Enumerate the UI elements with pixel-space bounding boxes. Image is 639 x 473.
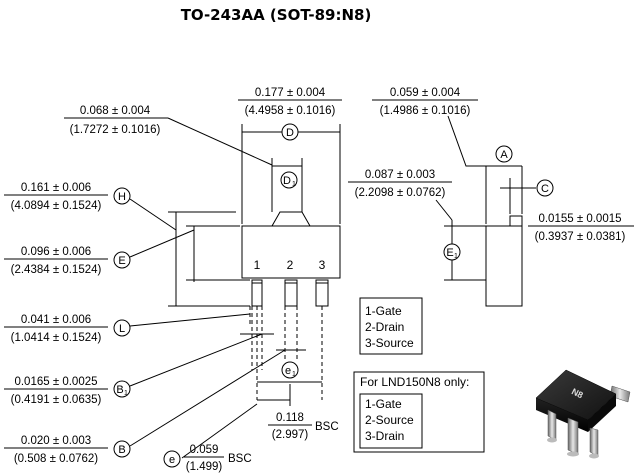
dimension-e1-pitch: e 1 0.118 (2.997) BSC [256,306,339,441]
pin-1-lead [251,279,263,307]
label-h-circle [113,187,131,205]
dim-a-mm: (1.4986 ± 0.1016) [380,105,471,117]
label-l: L [119,323,125,335]
label-b: B [118,444,125,456]
pinout-lnd-line-2: 2-Source [365,413,414,427]
photo-body [535,369,617,421]
dim-h-inch: 0.161 ± 0.006 [21,182,91,194]
dimension-d: 0.177 ± 0.004 (4.4958 ± 0.1016) D [238,87,342,224]
photo-marking: N8 [570,386,585,400]
label-e: E [118,255,125,267]
label-e1-pitch-circle [281,361,299,379]
dim-b1-inch: 0.0165 ± 0.0025 [14,376,97,388]
photo-lead-3 [589,427,599,457]
label-b1-circle [113,380,131,398]
dim-e-pitch-inch: 0.059 [190,444,219,456]
dim-e1-mm: (2.2098 ± 0.0762) [355,187,446,199]
label-a-circle [495,145,513,163]
dimension-b: 0.020 ± 0.003 (0.508 ± 0.0762) B [4,306,306,465]
label-d1-sub: 1 [292,181,296,188]
dim-l-inch: 0.041 ± 0.006 [21,314,91,326]
pinout-lnd-line-1: 1-Gate [365,397,402,411]
pinout-line-1: 1-Gate [365,304,402,318]
dim-c-inch: 0.0155 ± 0.0015 [538,213,621,225]
label-l-circle [113,319,131,337]
label-e1: E [446,247,453,259]
pinout-box: 1-Gate 2-Drain 3-Source [359,297,423,355]
dim-e1-inch: 0.087 ± 0.003 [365,169,435,181]
pinout-lnd-box: For LND150N8 only: 1-Gate 2-Source 3-Dra… [353,371,485,453]
pin-2-lead [284,279,298,307]
dimension-b1: 0.0165 ± 0.0025 (0.4191 ± 0.0635) B 1 [4,306,274,406]
dim-e-mm: (2.4384 ± 0.1524) [11,264,102,276]
dim-e-pitch-bsc: BSC [228,453,252,465]
label-b-circle [113,440,131,458]
label-c-circle [536,179,554,197]
page-title: TO-243AA (SOT-89:N8) [181,6,372,24]
label-e-pitch: e [169,454,175,466]
dim-e1-pitch-mm: (2.997) [272,429,309,441]
package-photo: N8 [520,348,636,466]
dim-l-mm: (1.0414 ± 0.1524) [11,332,102,344]
pinout-line-2: 2-Drain [365,320,404,334]
dim-d1-mm: (1.7272 ± 0.1016) [70,124,161,136]
label-d-circle [281,123,299,141]
dim-c-mm: (0.3937 ± 0.0381) [535,231,626,243]
dim-b-inch: 0.020 ± 0.003 [21,435,91,447]
package-body [241,225,341,279]
label-b1-sub: 1 [124,390,128,397]
label-c: C [541,183,549,195]
dim-e1-pitch-inch: 0.118 [276,412,304,424]
label-e1-pitch: e [285,365,291,377]
label-e1-circle [443,243,461,261]
dim-a-inch: 0.059 ± 0.004 [390,87,461,99]
side-tab [509,215,523,227]
front-view: 1 2 3 [241,211,341,307]
pin-1-number: 1 [254,258,261,272]
side-view [472,215,523,307]
dimension-e: 0.096 ± 0.006 (2.4384 ± 0.1524) E [4,225,250,307]
label-h: H [118,191,126,203]
dimension-a: 0.059 ± 0.004 (1.4986 ± 0.1016) A [372,87,523,224]
dim-d1-inch: 0.068 ± 0.004 [80,105,151,117]
dim-e-pitch-mm: (1.499) [186,461,223,473]
label-d: D [286,127,294,139]
pinout-lnd-line-3: 3-Drain [365,429,404,443]
dim-d-inch: 0.177 ± 0.004 [255,87,326,99]
label-a: A [500,149,508,161]
dimension-h: 0.161 ± 0.006 (4.0894 ± 0.1524) H [4,182,236,306]
pin-3-lead [315,279,329,307]
pinout-lnd-heading: For LND150N8 only: [360,375,469,389]
photo-lead-1 [547,409,557,441]
label-e1-pitch-sub: 1 [292,371,296,378]
dimension-c: C 0.0155 ± 0.0015 (0.3937 ± 0.0381) [500,178,634,243]
side-body [485,225,523,307]
pin-2-number: 2 [287,258,294,272]
dim-b1-mm: (0.4191 ± 0.0635) [11,394,102,406]
dimension-e1: 0.087 ± 0.003 (2.2098 ± 0.0762) E 1 [348,169,480,281]
dim-d-mm: (4.4958 ± 0.1016) [245,105,336,117]
pinout-line-3: 3-Source [365,336,414,350]
label-d1: D [283,175,291,187]
label-d1-circle [280,171,298,189]
dimension-e-pitch: e 0.059 (1.499) BSC [163,399,290,473]
dim-e1-pitch-bsc: BSC [315,421,339,433]
label-e1-sub: 1 [454,253,458,260]
photo-lead-2 [567,417,579,455]
dimension-d1: 0.068 ± 0.004 (1.7272 ± 0.1016) D 1 [64,105,303,212]
dimension-l: 0.041 ± 0.006 (1.0414 ± 0.1524) L [4,306,251,344]
package-tab [271,211,311,227]
label-b1: B [116,384,123,396]
label-e-circle [113,251,131,269]
label-e-pitch-circle [163,450,181,468]
dim-e-inch: 0.096 ± 0.006 [21,246,91,258]
dim-b-mm: (0.508 ± 0.0762) [14,453,98,465]
pin-3-number: 3 [319,258,326,272]
dim-h-mm: (4.0894 ± 0.1524) [11,200,102,212]
